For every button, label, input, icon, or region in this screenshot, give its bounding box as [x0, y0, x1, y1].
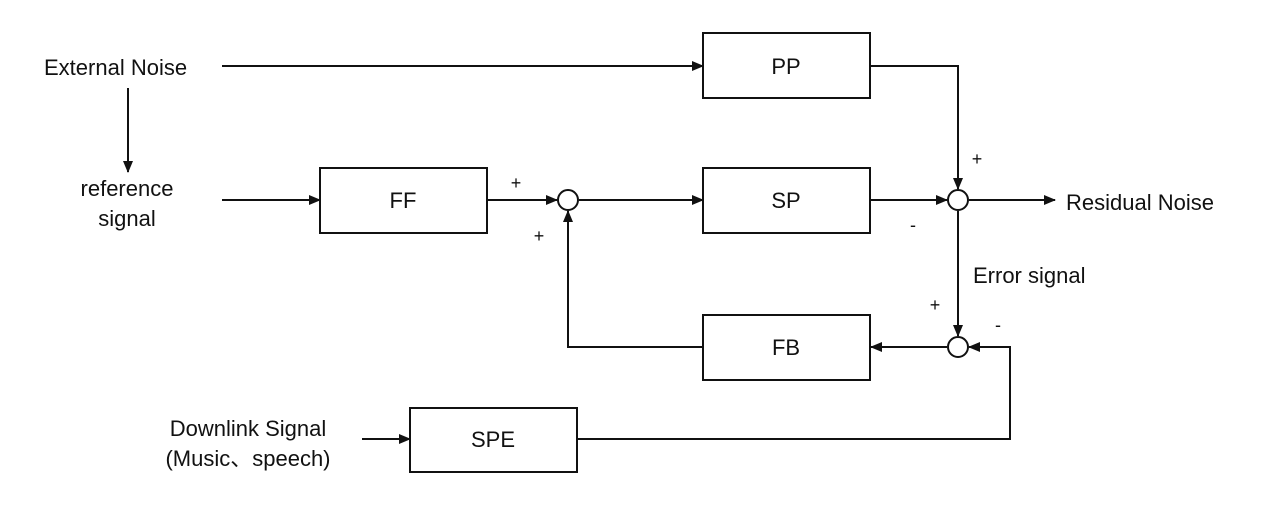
sign-feedback-sum-top: +	[930, 295, 941, 315]
label-reference-signal-line2: signal	[98, 206, 155, 231]
label-error-signal: Error signal	[973, 263, 1085, 288]
sign-feedback-sum-right: -	[995, 315, 1001, 335]
block-ff: FF	[319, 167, 488, 234]
block-fb: FB	[702, 314, 871, 381]
block-fb-label: FB	[772, 335, 800, 360]
wire-fb-to-sum	[563, 210, 703, 348]
block-pp-label: PP	[771, 54, 800, 79]
label-downlink-signal-line1: Downlink Signal	[170, 416, 327, 441]
block-spe: SPE	[409, 407, 578, 473]
wires	[123, 61, 1056, 444]
block-fb-box	[702, 314, 871, 381]
block-pp-box	[702, 32, 871, 99]
sum-junction-output	[947, 189, 969, 211]
label-external-noise: External Noise	[44, 55, 187, 80]
wire-spe-to-fb-sum	[577, 342, 1011, 440]
label-reference-signal-line1: reference	[81, 176, 174, 201]
block-sp: SP	[702, 167, 871, 234]
block-ff-box	[319, 167, 488, 234]
sign-ff-sum-bottom: +	[534, 226, 545, 246]
sum-junction-feedback	[947, 336, 969, 358]
block-sp-box	[702, 167, 871, 234]
block-spe-label: SPE	[471, 427, 515, 452]
label-residual-noise: Residual Noise	[1066, 190, 1214, 215]
sign-ff-sum-top: +	[511, 173, 522, 193]
block-sp-label: SP	[771, 188, 800, 213]
sign-output-sum-left: -	[910, 215, 916, 235]
sum-junction-feedforward	[557, 189, 579, 211]
block-ff-label: FF	[390, 188, 417, 213]
label-downlink-signal-line2: (Music、speech)	[165, 446, 330, 471]
block-spe-box	[409, 407, 578, 473]
sign-output-sum-top: +	[972, 149, 983, 169]
wire-pp-to-output-sum	[870, 65, 963, 190]
block-pp: PP	[702, 32, 871, 99]
